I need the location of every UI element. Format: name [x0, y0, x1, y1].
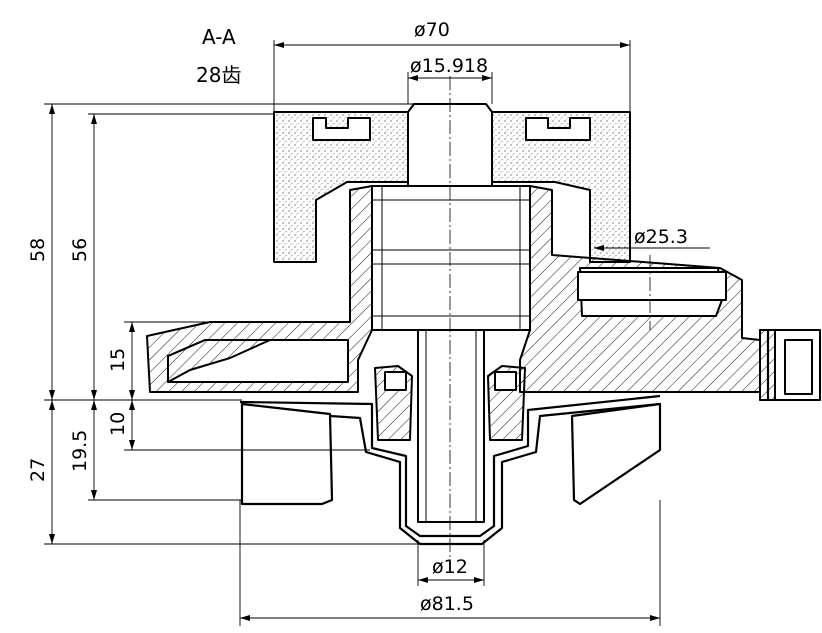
- bearing: [371, 185, 531, 331]
- mechanical-seal: [374, 365, 526, 441]
- dim-flange-height: 15: [107, 348, 129, 372]
- dimensions: ø70 ø15.918 ø25.3 ø12 ø81.5 58 56 15: [27, 19, 710, 626]
- dim-shaft-diameter: ø15.918: [410, 55, 488, 77]
- dim-shaft-end-diameter: ø12: [432, 556, 468, 578]
- teeth-count-label: 28齿: [196, 63, 241, 87]
- impeller: [239, 394, 662, 546]
- dim-pulley-height: 56: [69, 238, 91, 262]
- dim-outer-diameter: ø70: [414, 19, 450, 41]
- dim-impeller-offset: 10: [107, 412, 129, 436]
- dim-impeller-total: 27: [27, 458, 49, 482]
- dim-total-height: 58: [27, 238, 49, 262]
- dim-impeller-diameter: ø81.5: [420, 593, 474, 615]
- dim-impeller-depth: 19.5: [69, 430, 91, 472]
- section-view-label: A-A: [202, 25, 236, 49]
- dim-bore-diameter: ø25.3: [634, 226, 688, 248]
